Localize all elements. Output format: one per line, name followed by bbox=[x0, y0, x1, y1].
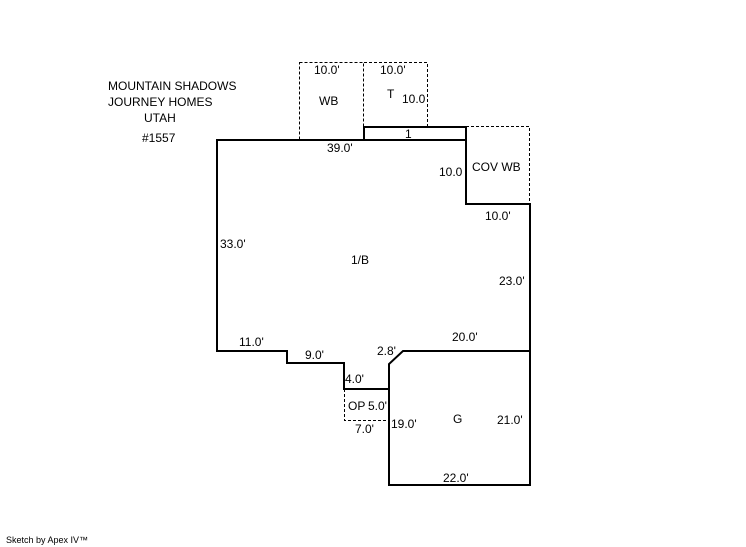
dim-step: 9.0' bbox=[305, 348, 324, 362]
dim-op-bottom: 7.0' bbox=[355, 422, 374, 436]
dim-cov-bottom: 10.0' bbox=[485, 209, 511, 223]
header-line-3: UTAH bbox=[144, 111, 176, 125]
area-op-label: OP bbox=[348, 399, 365, 413]
header-line-2: JOURNEY HOMES bbox=[108, 95, 212, 109]
area-main-label: 1/B bbox=[351, 253, 369, 267]
header-line-1: MOUNTAIN SHADOWS bbox=[108, 79, 236, 93]
dim-wb-top: 10.0' bbox=[314, 63, 340, 77]
dim-main-top: 39.0' bbox=[327, 141, 353, 155]
dim-t-side: 10.0 bbox=[402, 92, 426, 106]
dim-bottom-left: 11.0' bbox=[239, 335, 264, 349]
header-line-4: #1557 bbox=[142, 131, 176, 145]
cov-wb-area bbox=[466, 126, 530, 204]
dim-garage-bottom: 22.0' bbox=[443, 471, 469, 485]
dim-right-upper: 23.0' bbox=[499, 274, 525, 288]
area-small-box-label: 1 bbox=[405, 127, 412, 141]
garage-outline bbox=[388, 351, 531, 486]
main-outline bbox=[216, 126, 531, 390]
dim-op-side: 5.0' bbox=[368, 399, 387, 413]
dim-cov-left: 10.0 bbox=[439, 165, 463, 179]
area-t-label: T bbox=[387, 87, 395, 101]
t-area bbox=[364, 62, 428, 127]
footer-credit: Sketch by Apex IV™ bbox=[6, 535, 88, 545]
open-porch-area bbox=[344, 389, 389, 421]
dim-garage-left: 19.0' bbox=[391, 417, 417, 431]
dim-t-top: 10.0' bbox=[380, 63, 406, 77]
dim-garage-top: 20.0' bbox=[452, 330, 478, 344]
dim-main-left: 33.0' bbox=[220, 237, 246, 251]
dim-step-down: 4.0' bbox=[345, 372, 364, 386]
area-cov-wb-label: COV WB bbox=[472, 160, 521, 174]
area-wb-label: WB bbox=[319, 94, 338, 108]
area-garage-label: G bbox=[453, 412, 462, 426]
dim-garage-right: 21.0' bbox=[497, 413, 523, 427]
dim-chamfer: 2.8' bbox=[377, 344, 396, 358]
